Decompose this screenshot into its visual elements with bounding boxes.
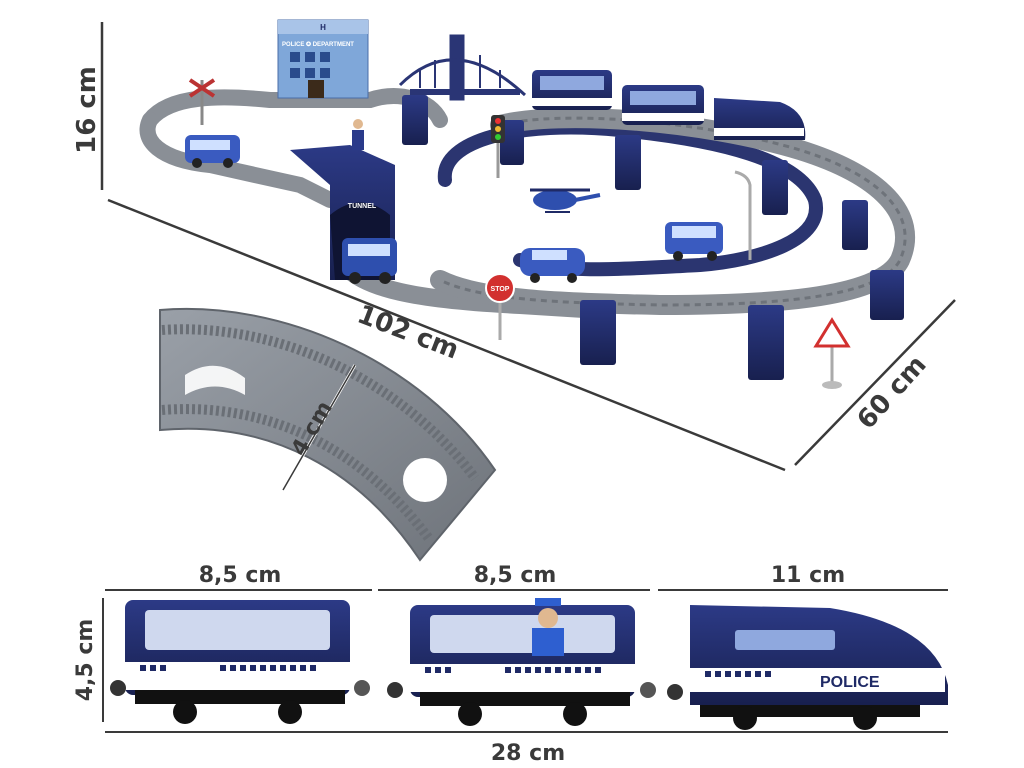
train-wagon-2 [387,598,656,726]
track-piece-closeup [159,308,497,562]
police-figure [352,119,364,150]
ground-track-left-lower [139,112,338,208]
wagon2-length-label: 8,5 cm [474,563,557,588]
track-set: H POLICE ✪ DEPARTMENT TUNNEL [139,19,915,389]
train-wagon-1 [110,600,370,724]
locomotive-police-label: POLICE [820,674,880,691]
railroad-crossing-sign [188,78,216,125]
loco-length-label: 11 cm [771,563,845,588]
train-total-label: 28 cm [491,741,565,766]
train-dimension-lines [102,589,948,733]
length-102cm-label: 102 cm [353,300,463,366]
passenger-figure [532,598,564,656]
police-helicopter [530,188,601,213]
police-van-left [185,135,240,168]
traffic-light [491,115,505,178]
street-lamp [734,170,752,260]
suspension-bridge [398,34,527,101]
train-height-label: 4,5 cm [73,619,98,702]
police-truck-tunnel [342,238,397,284]
police-station: H POLICE ✪ DEPARTMENT [277,19,369,99]
warning-sign [813,317,851,389]
height-16cm-label: 16 cm [72,66,102,154]
train-locomotive: POLICE [667,605,948,730]
top-train [532,70,806,140]
stop-sign: STOP [485,273,515,340]
station-sign: POLICE ✪ DEPARTMENT [282,41,354,48]
tunnel-sign: TUNNEL [348,203,377,210]
police-suv-right [665,222,723,261]
ground-track-left [142,88,448,128]
heli-pad-label: H [320,23,326,32]
police-car-center [520,248,585,283]
wagon1-length-label: 8,5 cm [199,563,282,588]
set-dimension-lines [100,22,956,472]
stop-sign-label: STOP [491,286,510,293]
bridge-pillars [402,95,904,380]
